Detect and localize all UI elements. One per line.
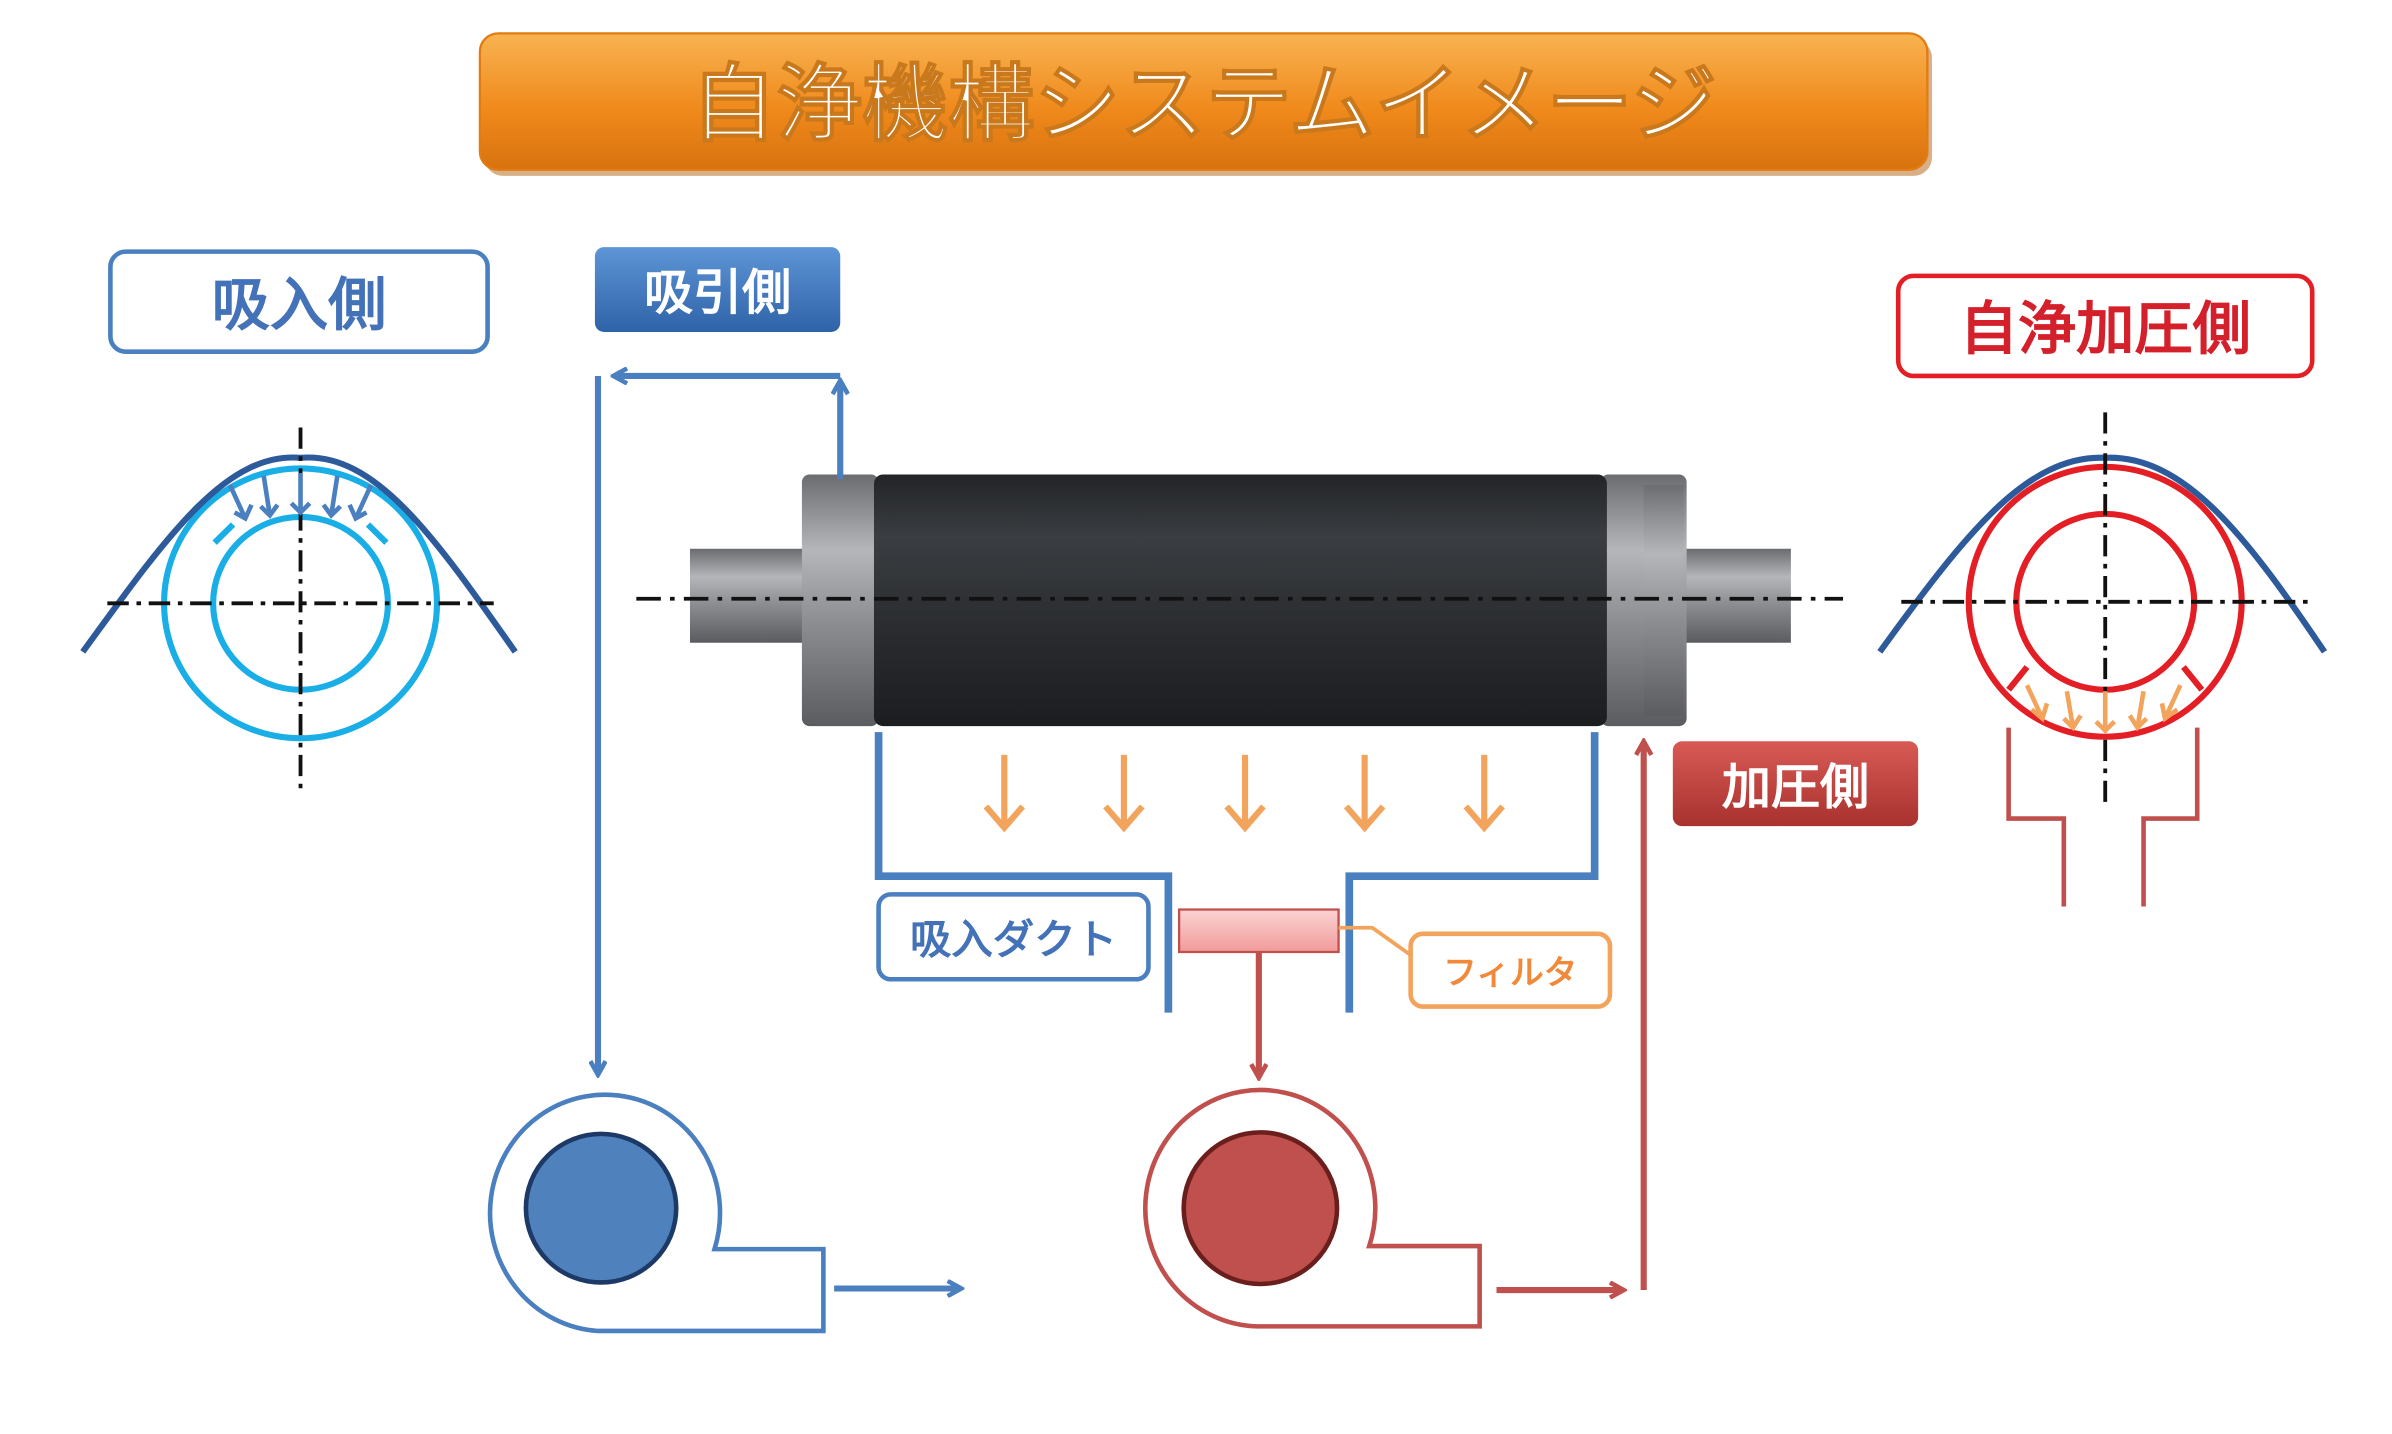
suction-flow: 吸引側 [595, 247, 840, 1073]
suction-inlet-diagram: 吸入側 [80, 249, 518, 796]
page-title: 自浄機構システムイメージ [691, 56, 1717, 154]
pressure-side-label: 加圧側 [1722, 759, 1869, 816]
filter-element [1177, 908, 1340, 954]
filter-label: フィルタ [1443, 953, 1577, 992]
filter: フィルタ [1177, 908, 1613, 1009]
self-clean-pressure-label-box [1895, 273, 2315, 379]
suction-duct-label: 吸入ダクト [910, 916, 1117, 964]
suction-side-label: 吸引側 [644, 265, 791, 322]
pressure-side-label-box [1672, 741, 1919, 827]
suction-duct: 吸入ダクト [874, 732, 1599, 1013]
suction-inlet-label-box [108, 249, 490, 354]
self-clean-pressure-diagram: 自浄加圧側 [1877, 273, 2328, 907]
pressure-blower [1143, 743, 1643, 1329]
suction-side-label-box [594, 247, 841, 332]
self-clean-pressure-label: 自浄加圧側 [1960, 295, 2251, 363]
title-banner: 自浄機構システムイメージ [478, 32, 1932, 176]
suction-blower [487, 1092, 960, 1334]
roller [636, 474, 1844, 727]
suction-duct-label-box [876, 892, 1151, 982]
pressure-side-label-group: 加圧側 [1672, 741, 1919, 827]
suction-inlet-label: 吸入側 [212, 271, 387, 339]
duct-flow-arrows [983, 754, 1505, 833]
filter-label-box [1408, 931, 1613, 1009]
